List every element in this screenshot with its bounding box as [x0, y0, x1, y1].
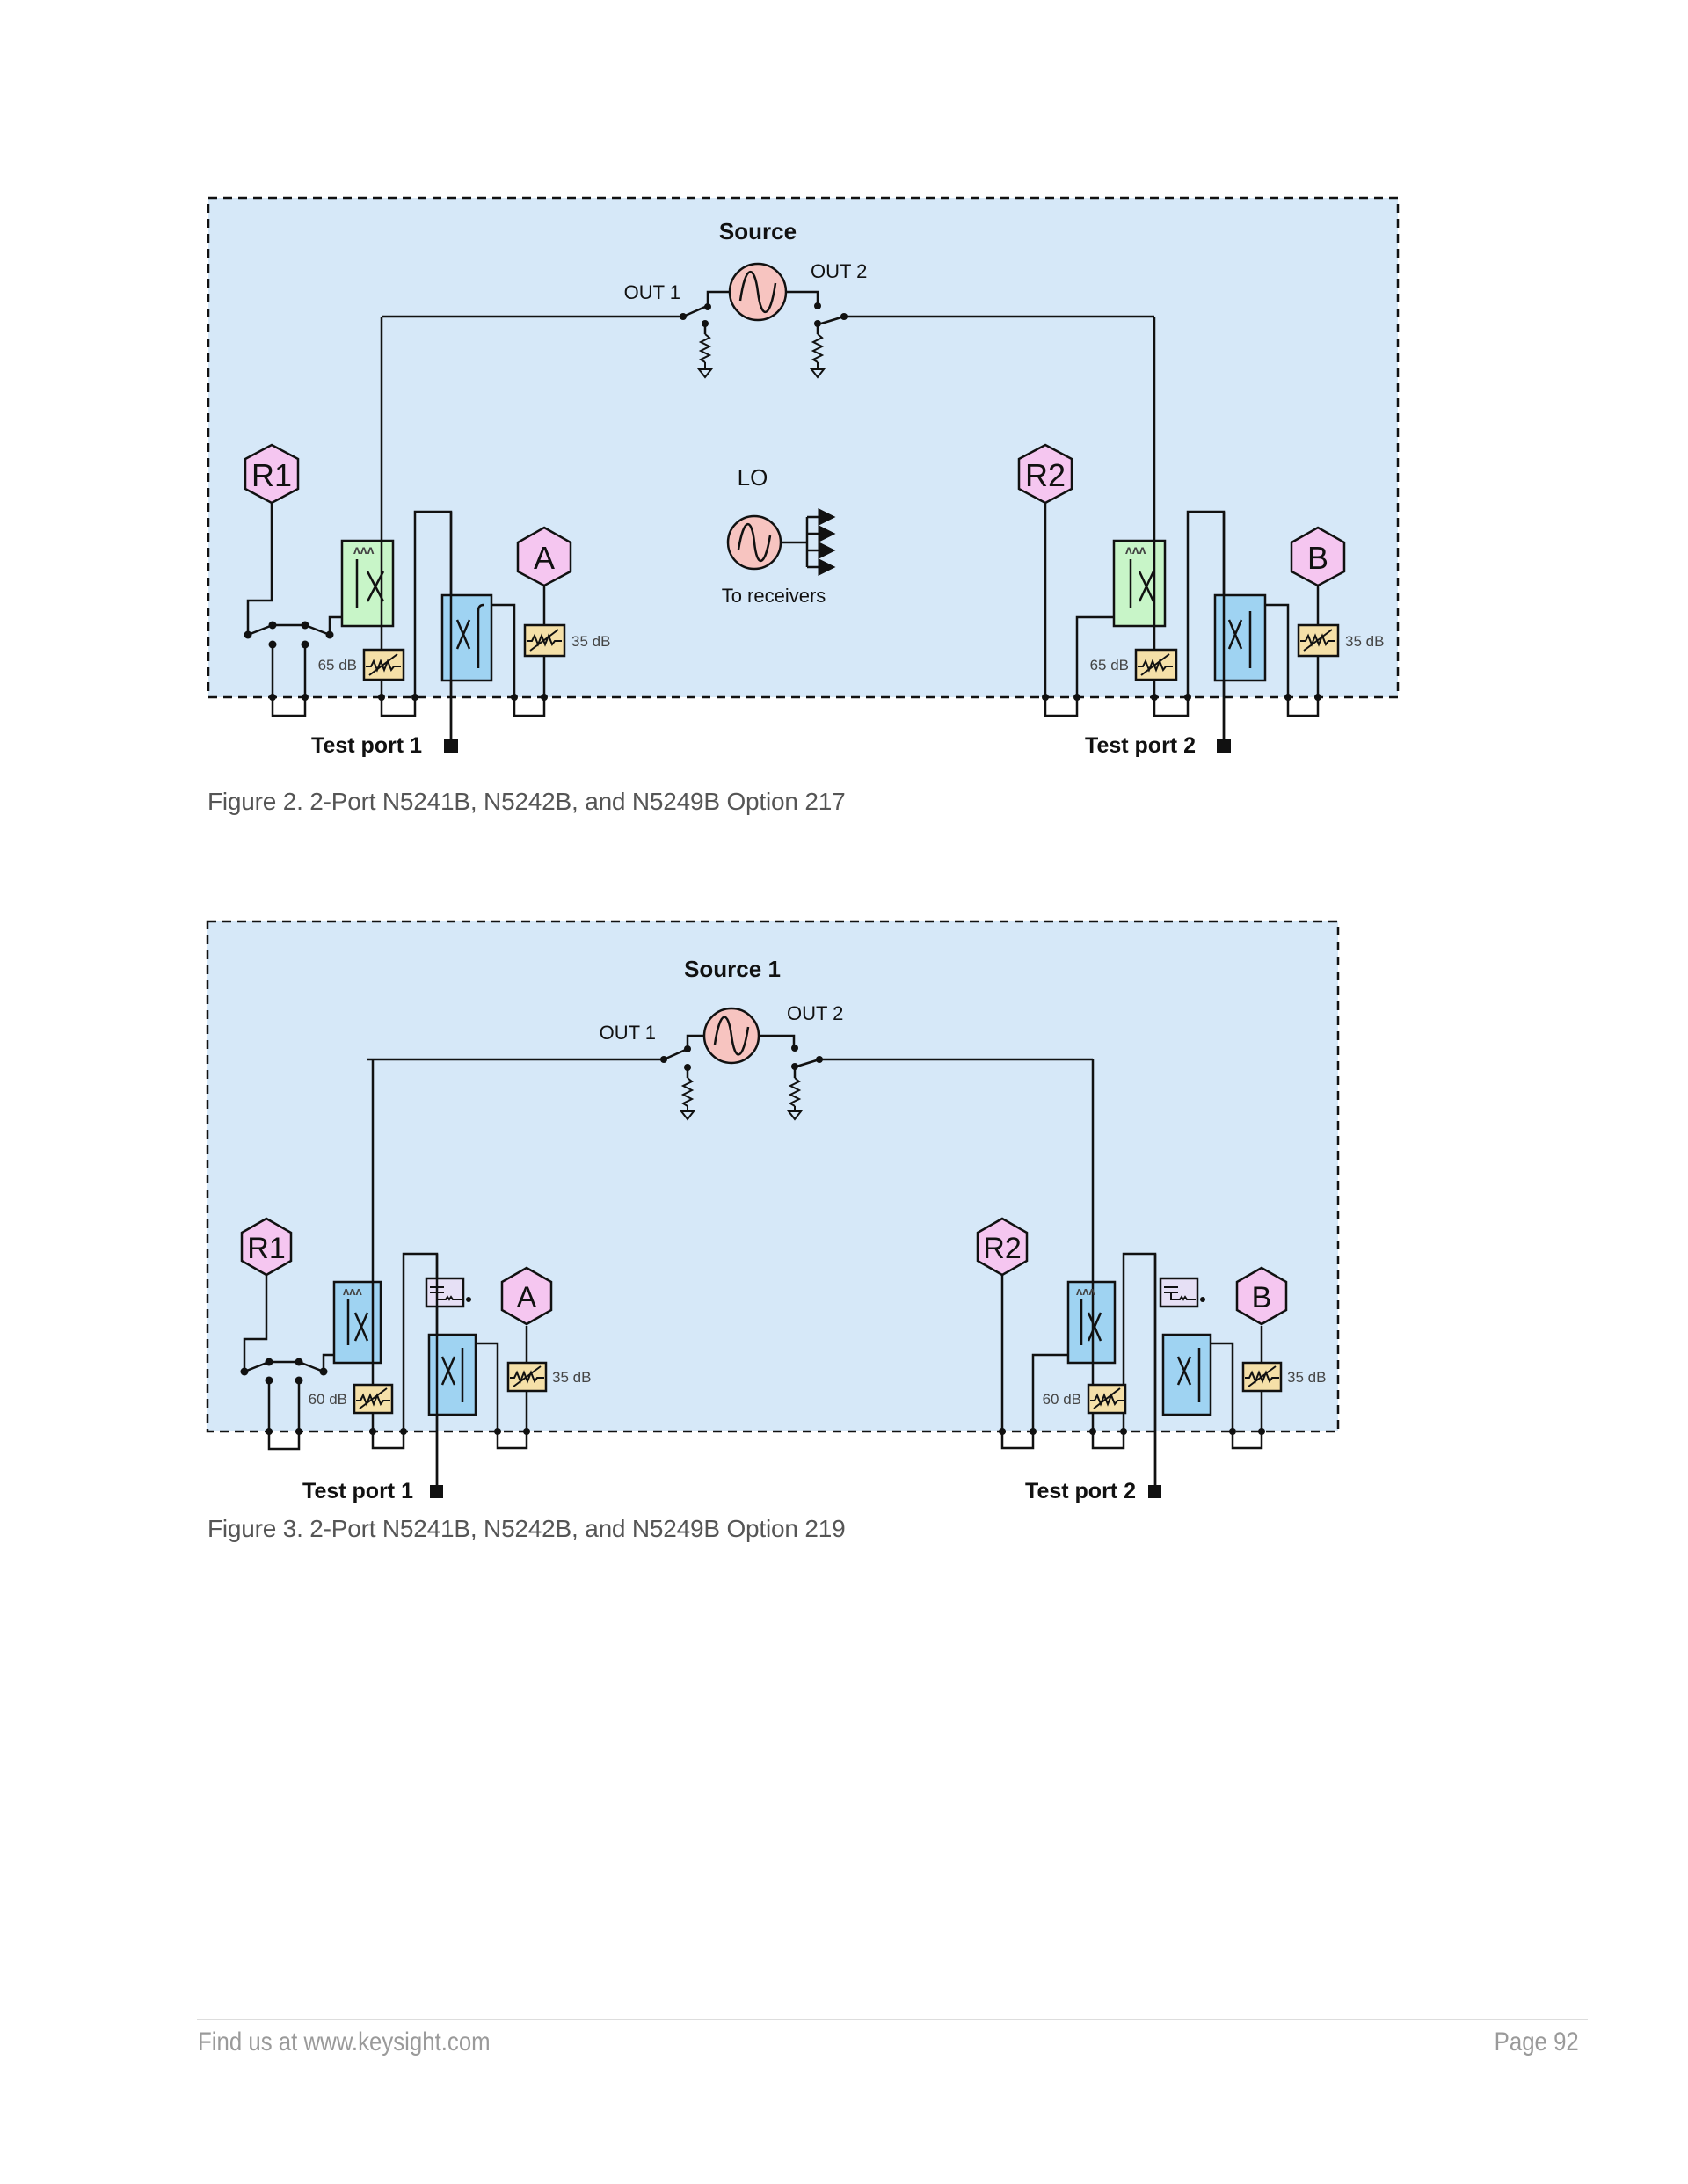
lo-label: LO: [738, 464, 768, 491]
svg-text:ʌʌʌ: ʌʌʌ: [353, 542, 375, 557]
receiver-b-label: B: [1307, 540, 1328, 576]
test-port-2-label-3: Test port 2: [1025, 1479, 1136, 1503]
out1-label-3: OUT 1: [600, 1022, 656, 1044]
receiver-r2-3: [976, 1217, 1029, 1277]
svg-text:ʌʌʌ: ʌʌʌ: [1125, 542, 1146, 557]
receiver-a-label: A: [534, 540, 555, 576]
footer-divider: [197, 2019, 1588, 2020]
figure-3-caption: Figure 3. 2-Port N5241B, N5242B, and N52…: [207, 1515, 846, 1542]
receiver-r2-label-3: R2: [983, 1232, 1021, 1265]
receiver-r1-label: R1: [251, 457, 292, 493]
test-port-1-connector: [444, 739, 458, 753]
out2-label-3: OUT 2: [787, 1002, 843, 1024]
instrument-boundary: [207, 196, 1400, 699]
test-coupler-port1: [440, 593, 493, 682]
receiver-r1-label-3: R1: [247, 1232, 285, 1265]
svg-text:ʌʌʌ: ʌʌʌ: [1076, 1285, 1095, 1298]
test-port-2-connector-3: [1148, 1485, 1161, 1498]
reference-coupler-port1: [340, 539, 395, 628]
test-port-2-label: Test port 2: [1085, 733, 1196, 758]
receiver-a: [516, 526, 572, 587]
receiver-b-label-3: B: [1252, 1281, 1272, 1314]
lo-distribution-arrows: [781, 508, 836, 576]
source-label: Source: [719, 218, 797, 244]
figure-2-diagram: Source OUT 1 OUT 2 LO To receivers: [207, 196, 1400, 758]
attenuator-65db-label-2: 65 dB: [1090, 657, 1129, 673]
attenuator-65db-label: 65 dB: [318, 657, 357, 673]
lo-destination-label: To receivers: [722, 585, 826, 607]
receiver-a-label-3: A: [517, 1281, 537, 1314]
source1-label: Source 1: [684, 956, 781, 982]
receiver-r2-label: R2: [1025, 457, 1066, 493]
attenuator-35db-label-2: 35 dB: [1345, 633, 1384, 650]
figure-2-caption: Figure 2. 2-Port N5241B, N5242B, and N52…: [207, 788, 846, 815]
figure-3-diagram: Source 1 OUT 1 OUT 2 ʌʌʌ 60 dB: [206, 920, 1340, 1503]
receiver-r1-3: [240, 1217, 293, 1277]
instrument-boundary-3: [206, 920, 1340, 1433]
test-port-1-label: Test port 1: [311, 733, 422, 758]
page-number: Page 92: [1494, 2027, 1579, 2057]
footer-website-link[interactable]: Find us at www.keysight.com: [198, 2027, 491, 2057]
out2-label: OUT 2: [811, 260, 867, 282]
receiver-a-3: [500, 1266, 553, 1326]
receiver-r1: [244, 443, 300, 505]
reference-coupler-port2: [1112, 539, 1167, 628]
test-port-2-connector: [1217, 739, 1231, 753]
attenuator-35db-label: 35 dB: [571, 633, 610, 650]
receiver-b-3: [1235, 1266, 1288, 1326]
attenuator-35db-label-3: 35 dB: [552, 1369, 591, 1386]
test-port-1-label-3: Test port 1: [302, 1479, 413, 1503]
test-port-1-connector-3: [430, 1485, 443, 1498]
attenuator-60db-label: 60 dB: [309, 1391, 347, 1408]
test-coupler-port2: [1213, 593, 1267, 682]
attenuator-60db-label-2: 60 dB: [1043, 1391, 1081, 1408]
receiver-r2: [1017, 443, 1073, 505]
receiver-b: [1290, 526, 1346, 587]
attenuator-35db-label-4: 35 dB: [1287, 1369, 1326, 1386]
svg-text:ʌʌʌ: ʌʌʌ: [343, 1285, 362, 1298]
out1-label: OUT 1: [624, 281, 680, 303]
